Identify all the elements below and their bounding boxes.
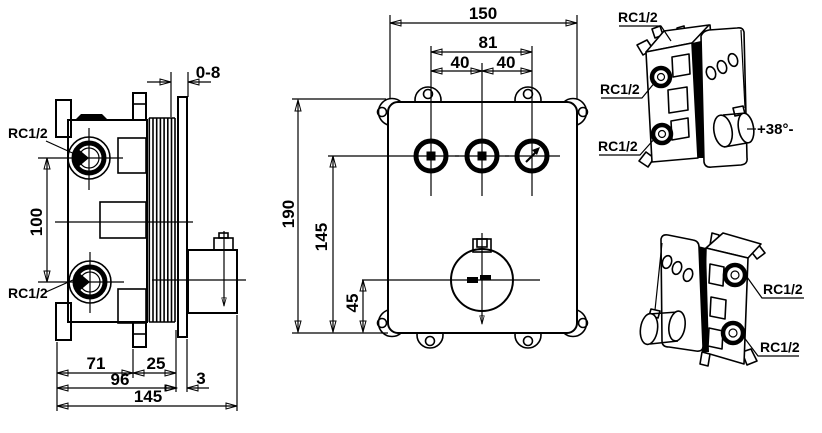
iso-bottom-rc-label-2: RC1/2 [742,335,800,357]
iso-bottom-body [698,232,762,365]
side-rc-label-top: RC1/2 [8,125,80,157]
iso-top-rc-label-1: RC1/2 [618,9,672,42]
dimension-adjust-0-8: 0-8 [147,63,220,117]
iso-top-rc-label-3: RC1/2 [598,136,657,156]
rc-label: RC1/2 [763,281,803,297]
dim-label-40-left: 40 [451,53,470,72]
dim-label-190: 190 [279,200,298,228]
iso-top-body [645,24,710,163]
iso-top-rc-label-2: RC1/2 [600,80,657,99]
dimension-145-depth: 145 [57,387,237,406]
side-rc-label-bottom: RC1/2 [8,275,83,301]
dim-label-25: 25 [147,354,166,373]
rc-label: RC1/2 [8,285,48,301]
dimension-outer-ports-81: 81 [431,33,532,52]
dimension-71: 71 [57,354,133,373]
rc-label: RC1/2 [600,81,640,97]
front-view-lobe-holes [376,88,589,347]
side-view-port-top [38,128,123,190]
dim-label-100: 100 [27,208,46,236]
dimension-port-40-right: 40 [482,53,532,72]
iso-view-top: RC1/2 RC1/2 RC1/2 +38°- [598,9,793,168]
iso-top-knob [712,105,755,148]
side-view-port-bottom [38,252,124,313]
front-port-middle [455,63,509,196]
iso-bottom-rc-label-1: RC1/2 [746,276,804,299]
dimension-port-spacing-100: 100 [27,158,47,282]
iso-bottom-knob [639,308,686,346]
dim-label-81: 81 [479,33,498,52]
dim-label-3: 3 [196,369,205,388]
dimension-25: 25 [133,354,176,373]
rc-label: RC1/2 [760,339,800,355]
dimension-width-150: 150 [389,4,578,99]
side-view-wall-section-stripes [148,117,176,323]
front-thermostat-knob [362,233,540,324]
side-view-knob [152,231,246,314]
rc-label: RC1/2 [8,125,48,141]
iso-view-bottom: RC1/2 RC1/2 [639,232,804,367]
dim-label-0-8: 0-8 [196,63,221,82]
front-view: 150 81 40 40 190 145 45 [279,4,589,349]
side-view-body [55,92,148,348]
dimension-height-190: 190 [279,98,388,334]
side-bottom-dimensions: 71 25 96 3 145 [56,315,238,411]
dim-label-145-front: 145 [312,223,331,251]
rc-label: RC1/2 [618,9,658,25]
iso-top-temp-label: +38°- [747,121,793,138]
iso-top-plate [700,27,748,168]
dim-label-150: 150 [469,4,497,23]
rc-label: RC1/2 [598,138,638,154]
side-view: 100 RC1/2 RC1/2 0-8 71 [8,63,246,411]
dim-label-40-right: 40 [497,53,516,72]
dimension-ports-height-145: 145 [312,156,333,332]
dimension-port-40-left: 40 [431,53,482,72]
dim-label-45: 45 [343,294,362,313]
dim-label-145: 145 [134,387,162,406]
dim-label-71: 71 [87,354,106,373]
side-view-cover-plate [177,96,188,338]
dim-label-96: 96 [111,370,130,389]
dimension-3: 3 [164,369,209,388]
dimension-96: 96 [57,370,176,389]
temp-label: +38°- [757,121,793,138]
dimension-knob-height-45: 45 [343,280,363,332]
